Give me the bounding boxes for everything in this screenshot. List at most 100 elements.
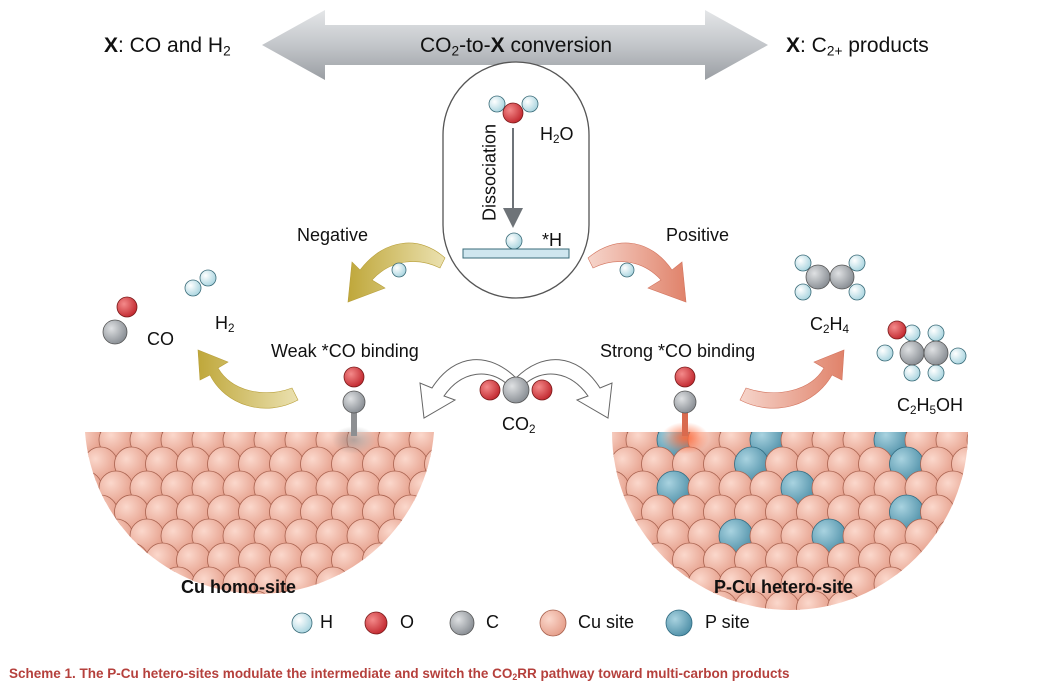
- cu-site-atom: [564, 423, 598, 457]
- cu-site-atom: [331, 590, 366, 594]
- cu-site-atom: [904, 566, 940, 602]
- cu-site-atom: [641, 542, 676, 578]
- cu-site-atom: [85, 494, 118, 530]
- cu-site-atom: [37, 423, 71, 457]
- cu-site-atom: [37, 567, 71, 601]
- cu-site-atom: [145, 590, 180, 594]
- right-product-arrow: [739, 349, 845, 409]
- header-center-label: CO2-to-X conversion: [420, 34, 612, 59]
- header-left-label: X: CO and H2: [104, 34, 231, 59]
- legend-p-site-label: P site: [705, 612, 750, 632]
- cu-site-atom: [393, 542, 428, 578]
- h2o-label: H2O: [540, 124, 574, 146]
- cu-site-atom: [85, 542, 118, 578]
- cu-site-atom: [37, 471, 71, 505]
- left-product-arrow: [197, 349, 299, 409]
- negative-arrow: [347, 242, 446, 303]
- cu-site-atom: [377, 518, 413, 554]
- c2h5oh-molecule: [876, 320, 967, 382]
- cu-site-atom: [85, 518, 103, 554]
- cu-site-atom: [656, 566, 692, 602]
- cu-site-atom: [440, 471, 474, 505]
- cu-site-atom: [424, 494, 434, 530]
- cu-site-atom: [85, 590, 118, 594]
- strong-binding-label: Strong *CO binding: [600, 341, 756, 361]
- cu-site-atom: [114, 590, 149, 594]
- cu-site-atom: [935, 518, 968, 554]
- cu-site-atom: [424, 542, 434, 578]
- cu-site-atom: [440, 423, 474, 457]
- cu-site-atom: [612, 446, 614, 482]
- cu-site-atom: [966, 518, 968, 554]
- cu-site-atom: [612, 542, 614, 578]
- cu-site-atom: [612, 566, 630, 602]
- cu-site-atom: [951, 494, 968, 530]
- water-dissociation-panel: [442, 61, 590, 299]
- cu-site-atom: [315, 566, 351, 594]
- h2-label: H2: [215, 313, 235, 335]
- cu-site-atom: [85, 494, 87, 530]
- cu-site-atom: [920, 542, 955, 578]
- header-right-label: X: C2+ products: [786, 34, 929, 59]
- cu-site-atom: [424, 446, 434, 482]
- co2-arrow-left: [419, 359, 517, 419]
- legend-h-label: H: [320, 612, 333, 632]
- cu-site-atom: [858, 590, 893, 610]
- star-h-label: *H: [542, 230, 563, 250]
- dissociation-label: Dissociation: [479, 123, 500, 222]
- cu-site-atom: [966, 470, 968, 506]
- c2h4-label: C2H4: [810, 314, 850, 336]
- cu-site-atom: [85, 590, 87, 594]
- cu-site-atom: [145, 542, 180, 578]
- cu-site-atom: [873, 566, 909, 602]
- co2-arrow-right: [515, 359, 613, 419]
- cu-site-atom: [625, 518, 661, 554]
- cu-site-atom: [98, 566, 134, 594]
- cu-site-atom: [269, 590, 304, 594]
- cu-site-atom: [612, 542, 645, 578]
- co2-label: CO2: [502, 414, 536, 436]
- cu-site-atom: [612, 518, 630, 554]
- cu-site-atom: [408, 518, 434, 554]
- cu-site-atom: [377, 566, 413, 594]
- cu-site-atom: [564, 519, 598, 553]
- cu-site-atom: [85, 566, 103, 594]
- c2h4-molecule: [794, 254, 866, 301]
- cu-site-atom: [346, 566, 382, 594]
- cu-site-atom: [114, 542, 149, 578]
- cu-site-atom: [564, 471, 598, 505]
- cu-site-atom: [98, 518, 134, 554]
- cu-site-atom: [85, 542, 87, 578]
- cu-site-atom: [238, 590, 273, 594]
- cu-site-atom: [37, 519, 71, 553]
- p-cu-hetero-site-label: P-Cu hetero-site: [714, 577, 854, 597]
- cu-site-atom: [966, 566, 968, 602]
- cu-site-atom: [951, 542, 968, 578]
- cu-site-atom: [966, 432, 968, 458]
- weak-binding-label: Weak *CO binding: [271, 341, 419, 361]
- cu-site-atom: [440, 519, 474, 553]
- conversion-double-arrow: [262, 10, 768, 80]
- cu-site-atom: [408, 566, 434, 594]
- legend-c-label: C: [486, 612, 499, 632]
- cu-site-atom: [440, 567, 474, 601]
- negative-label: Negative: [297, 225, 369, 245]
- cu-site-atom: [612, 494, 614, 530]
- cu-site-atom: [612, 470, 630, 506]
- cu-site-atom: [85, 470, 103, 506]
- legend-cu-site-label: Cu site: [578, 612, 635, 632]
- cu-site-atom: [935, 566, 968, 602]
- cu-site-atom: [951, 590, 968, 610]
- co-label: CO: [147, 329, 174, 349]
- c2h5oh-label: C2H5OH: [897, 395, 964, 417]
- cu-site-atom: [362, 542, 397, 578]
- cu-site-atom: [564, 567, 598, 601]
- legend-o-label: O: [400, 612, 415, 632]
- cu-homo-site-label: Cu homo-site: [181, 577, 296, 597]
- cu-site-atom: [889, 590, 924, 610]
- positive-arrow: [587, 242, 687, 303]
- positive-label: Positive: [666, 225, 730, 245]
- cu-site-atom: [85, 446, 87, 482]
- cu-site-atom: [920, 590, 955, 610]
